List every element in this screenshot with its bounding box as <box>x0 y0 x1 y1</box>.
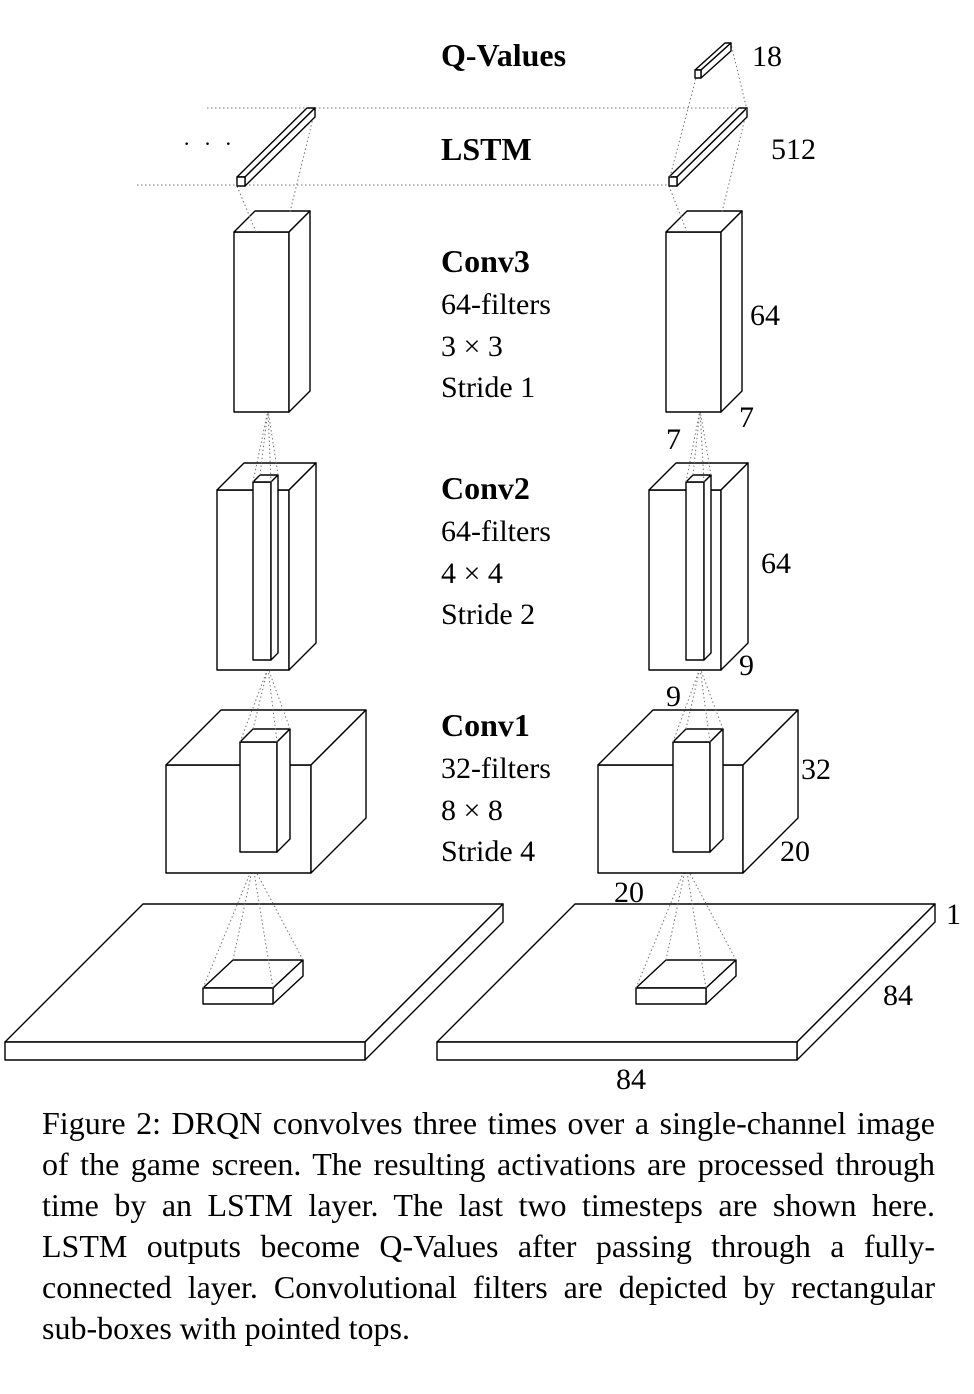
right-conv2-volume <box>648 462 749 671</box>
conv2-width-label: 9 <box>739 649 754 682</box>
conv2-filters: 64-filters <box>441 515 551 548</box>
left-input-filter-patch <box>202 959 304 1005</box>
right-conv3-volume <box>665 210 743 413</box>
conv1-filters: 32-filters <box>441 752 551 785</box>
conv2-stride: Stride 2 <box>441 598 535 631</box>
left-lstm-bar <box>236 107 316 187</box>
right-filter-projection-2 <box>672 667 724 743</box>
conv2-depth-label: 64 <box>761 547 791 580</box>
right-conv3-to-lstm-lines <box>668 109 748 233</box>
left-conv2-volume <box>216 462 317 671</box>
conv2-kernel: 4 × 4 <box>441 557 503 590</box>
qvalues-size-label: 18 <box>752 40 782 73</box>
conv1-stride: Stride 4 <box>441 835 535 868</box>
conv3-stride: Stride 1 <box>441 371 535 404</box>
right-input-filter-patch <box>635 959 737 1005</box>
conv2-height-label: 9 <box>666 680 681 713</box>
conv3-width-label: 7 <box>739 401 754 434</box>
right-conv1-volume <box>597 709 799 874</box>
left-filter-projection-2 <box>239 667 291 743</box>
lstm-ellipsis: · · · <box>183 131 236 156</box>
right-filter-projection-1 <box>635 865 737 989</box>
conv3-title: Conv3 <box>441 243 530 279</box>
input-width-label: 84 <box>883 979 913 1012</box>
left-conv1-volume <box>165 709 367 874</box>
conv1-title: Conv1 <box>441 707 530 743</box>
right-lstm-to-qvalue-lines <box>669 43 748 178</box>
lstm-size-label: 512 <box>771 133 816 166</box>
conv1-kernel: 8 × 8 <box>441 794 503 827</box>
conv1-width-label: 20 <box>780 835 810 868</box>
drqn-architecture-diagram: Q-Values LSTM Conv3 64-filters 3 × 3 Str… <box>4 37 961 1096</box>
right-lstm-bar <box>668 107 748 187</box>
conv3-filters: 64-filters <box>441 288 551 321</box>
input-height-label: 84 <box>616 1063 646 1096</box>
left-conv3-volume <box>233 210 311 413</box>
right-filter-projection-3 <box>685 409 712 483</box>
input-channels-label: 1 <box>946 898 961 931</box>
conv3-depth-label: 64 <box>750 299 780 332</box>
conv3-height-label: 7 <box>666 423 681 456</box>
conv3-kernel: 3 × 3 <box>441 330 503 363</box>
lstm-title: LSTM <box>441 131 532 167</box>
conv1-depth-label: 32 <box>801 753 831 786</box>
left-filter-projection-1 <box>202 865 304 989</box>
left-conv3-to-lstm-lines <box>236 109 316 233</box>
conv1-height-label: 20 <box>614 876 644 909</box>
left-timestep-column <box>4 107 504 1061</box>
right-qvalue-bar <box>694 42 732 79</box>
qvalues-title: Q-Values <box>441 37 566 73</box>
figure-caption: Figure 2: DRQN convolves three times ove… <box>42 1105 935 1346</box>
left-filter-projection-3 <box>252 409 279 483</box>
conv2-title: Conv2 <box>441 470 530 506</box>
right-timestep-column <box>436 42 936 1061</box>
